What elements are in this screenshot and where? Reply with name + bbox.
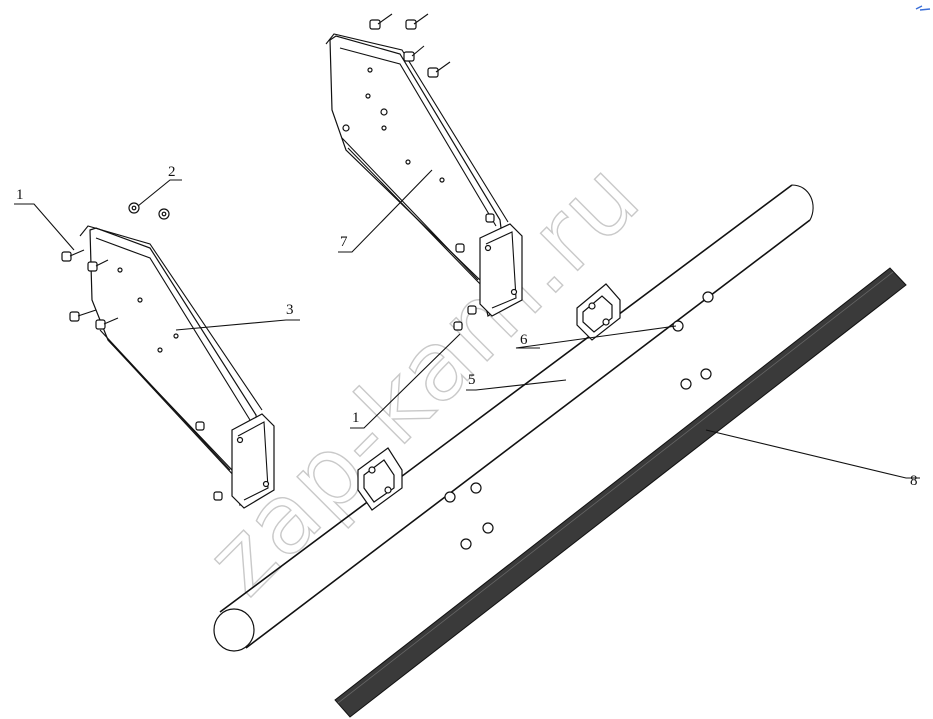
callout-6: 6 — [520, 332, 528, 348]
tube-bracket-left — [357, 447, 403, 511]
callout-1-bottom: 1 — [352, 410, 360, 426]
callout-5: 5 — [468, 372, 476, 388]
part-7-bracket — [325, 33, 523, 318]
bolts-part-7 — [369, 13, 495, 331]
part-5-tube — [213, 184, 814, 652]
corner-mark-icon — [915, 5, 931, 11]
callout-2: 2 — [168, 164, 176, 180]
part-8-beam — [334, 267, 907, 718]
callout-3: 3 — [286, 302, 294, 318]
part-2-washers — [128, 202, 170, 220]
callout-1-top: 1 — [16, 187, 24, 203]
callout-leaders — [14, 169, 920, 479]
callout-7: 7 — [340, 234, 348, 250]
callout-8: 8 — [910, 473, 918, 489]
part-3-bracket — [79, 225, 275, 509]
tube-bracket-right — [576, 283, 621, 341]
bolts-part-1-left — [61, 249, 223, 501]
